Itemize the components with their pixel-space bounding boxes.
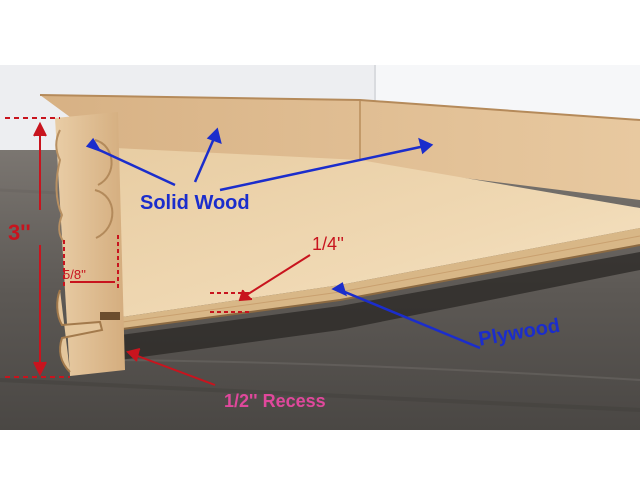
plywood-bottom xyxy=(114,148,640,360)
width-label: 5/8'' xyxy=(63,267,87,282)
height-label: 3'' xyxy=(8,220,31,245)
recess-label: 1/2'' Recess xyxy=(224,391,326,411)
dimension-lines xyxy=(5,117,311,386)
front-end-profile xyxy=(55,112,125,376)
solid-wood-label: Solid Wood xyxy=(140,192,250,214)
drawer-walls xyxy=(39,94,640,200)
thickness-label: 1/4'' xyxy=(312,234,344,254)
annotation-arrows xyxy=(85,127,481,350)
